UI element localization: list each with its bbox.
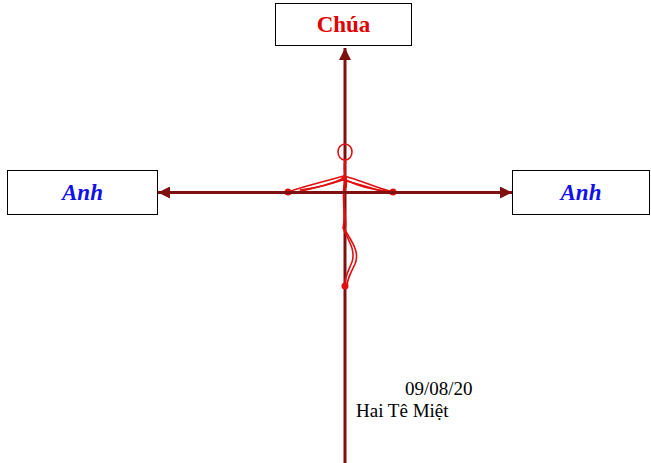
figure-head xyxy=(338,144,352,160)
figure-arms xyxy=(288,176,393,192)
figure-arms xyxy=(346,180,388,191)
author-note: Hai Tê Miệt xyxy=(355,400,450,422)
date-note: 09/08/20 xyxy=(404,378,474,400)
box-label: Anh xyxy=(62,180,103,206)
box-label: Chúa xyxy=(317,12,371,38)
box-label: Anh xyxy=(561,180,602,206)
cross-vertical-beam xyxy=(344,48,347,463)
crucified-figure xyxy=(288,144,393,286)
god-box: Chúa xyxy=(275,3,412,46)
shoulder-dot xyxy=(342,176,347,181)
figure-arms xyxy=(300,178,344,190)
foot-dot xyxy=(342,283,349,290)
brother-box: Anh xyxy=(512,170,650,215)
cross-horizontal-beam xyxy=(158,191,512,194)
brother-box: Anh xyxy=(7,170,158,215)
